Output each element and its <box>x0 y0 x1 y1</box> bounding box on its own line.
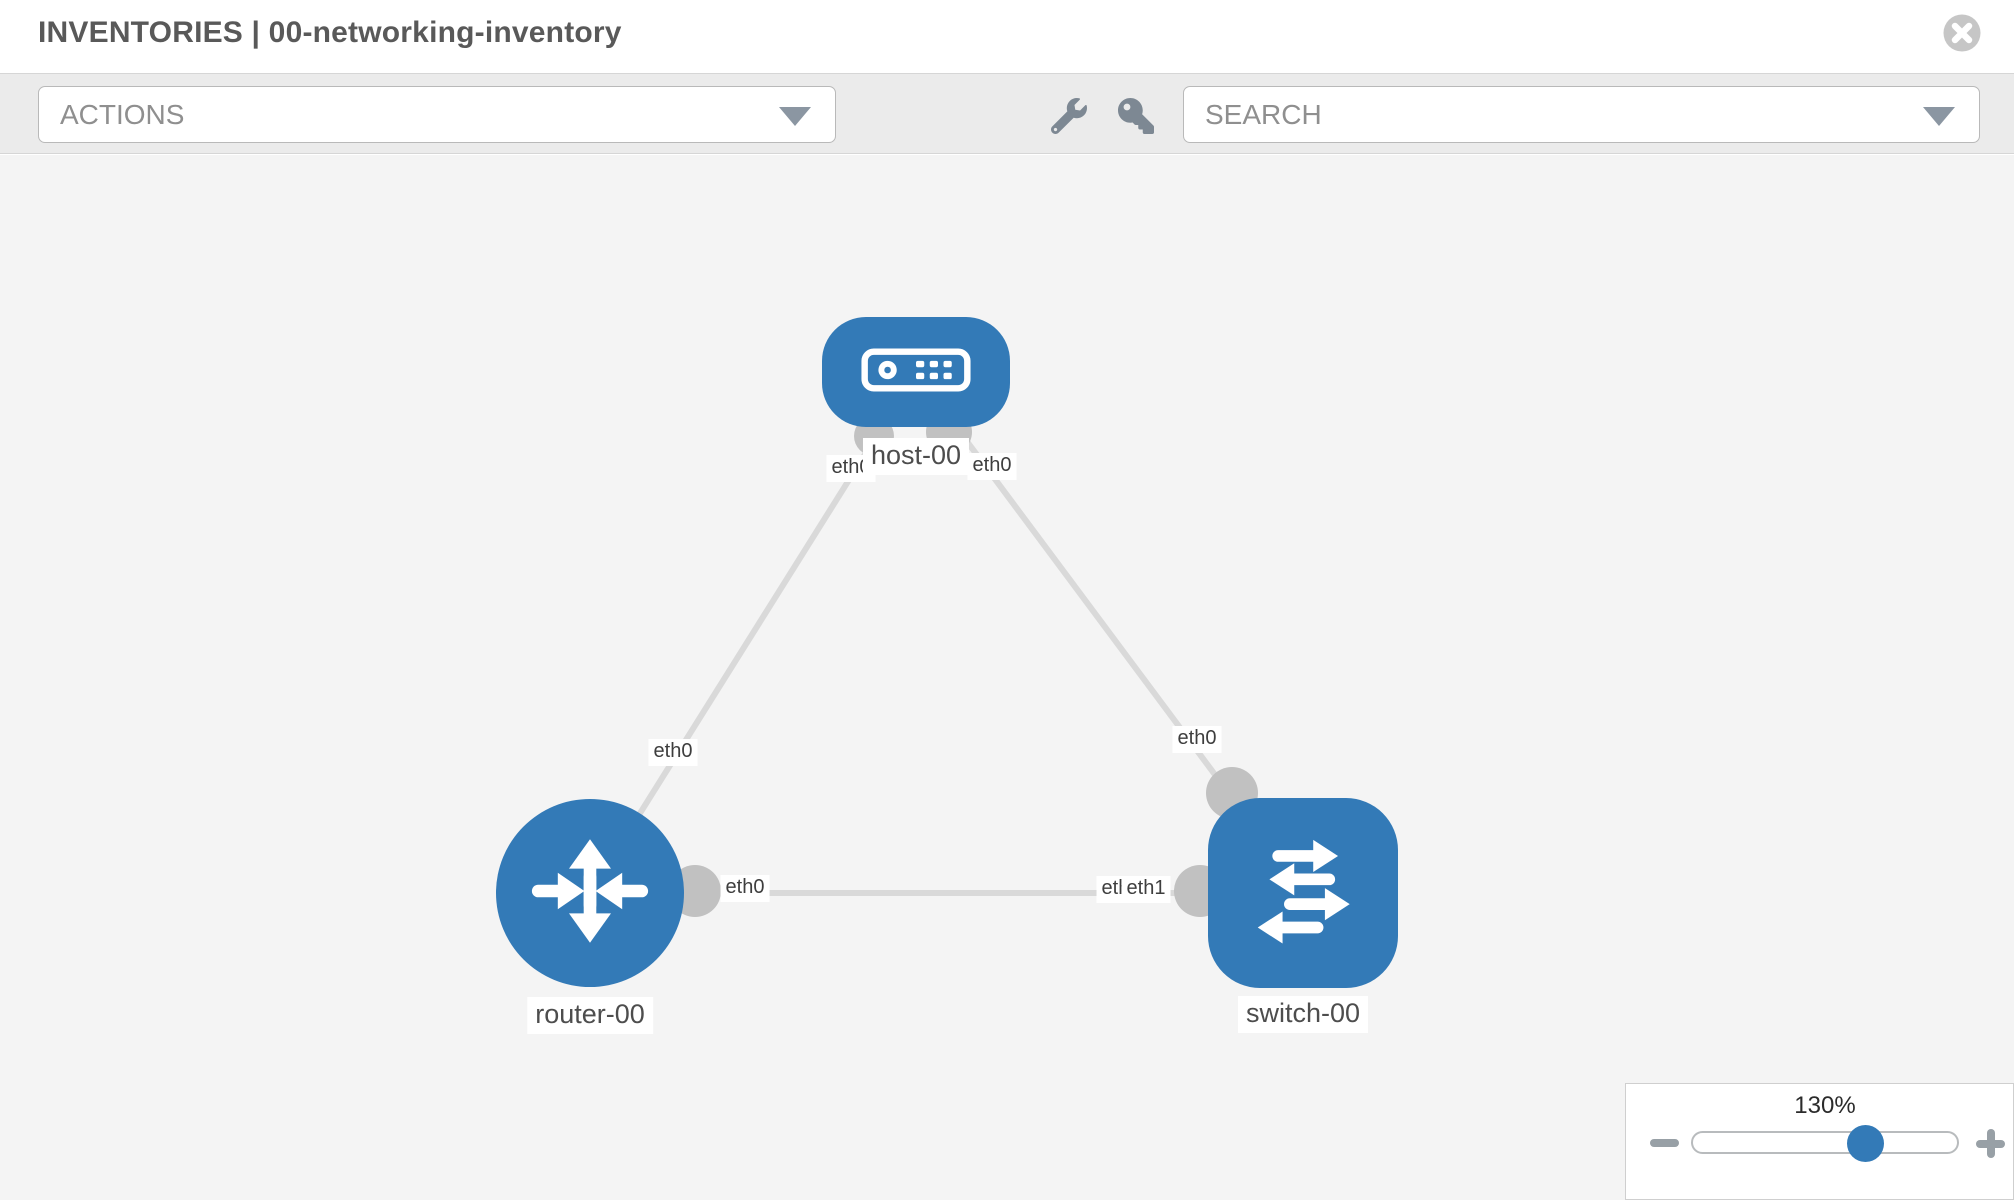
host-icon <box>860 347 972 397</box>
chevron-down-icon <box>779 107 811 126</box>
node-label-router-00: router-00 <box>527 997 653 1034</box>
if-label-switch-eth0: eth0 <box>1172 726 1222 753</box>
page-title: INVENTORIES | 00-networking-inventory <box>38 16 622 49</box>
panel-header: INVENTORIES | 00-networking-inventory <box>0 0 2014 73</box>
key-icon <box>1118 98 1154 138</box>
node-host-00[interactable] <box>822 317 1010 427</box>
switch-icon-node[interactable] <box>1208 798 1398 988</box>
chevron-down-icon <box>1923 107 1955 126</box>
node-router-00[interactable] <box>496 799 684 987</box>
zoom-in-button[interactable] <box>1972 1125 2009 1162</box>
actions-dropdown-label: ACTIONS <box>60 98 185 130</box>
node-label-switch-00: switch-00 <box>1237 996 1369 1033</box>
close-icon <box>1943 14 1981 56</box>
zoom-out-button[interactable] <box>1650 1139 1679 1147</box>
credentials-button[interactable] <box>1118 98 1154 134</box>
zoom-slider-track[interactable] <box>1691 1131 1959 1154</box>
topology-canvas[interactable]: eth0 eth0 eth0 eth0 eth0 eth0 eth1 host-… <box>0 155 2014 1200</box>
if-label-switch-eth1: eth1 <box>1121 876 1171 903</box>
toolbar: ACTIONS SEARCH <box>0 73 2014 154</box>
zoom-control-panel: 130% <box>1625 1083 2014 1200</box>
node-label-host-00: host-00 <box>862 438 970 475</box>
router-icon <box>520 821 660 966</box>
key-manage-button[interactable] <box>1050 98 1087 135</box>
if-label-host-eth0-right: eth0 <box>967 453 1017 480</box>
search-dropdown[interactable]: SEARCH <box>1183 86 1980 143</box>
actions-dropdown[interactable]: ACTIONS <box>38 86 836 143</box>
zoom-level-value: 130% <box>1794 1092 1856 1119</box>
search-dropdown-label: SEARCH <box>1205 98 1322 130</box>
links-layer <box>587 371 1306 917</box>
if-label-router-eth0-up: eth0 <box>648 739 698 766</box>
switch-icon <box>1230 818 1376 969</box>
wrench-icon <box>1050 98 1087 138</box>
if-label-router-eth0: eth0 <box>720 875 770 902</box>
close-button[interactable] <box>1943 14 1981 52</box>
zoom-slider-handle[interactable] <box>1847 1125 1884 1162</box>
plus-icon <box>1986 1129 1995 1158</box>
